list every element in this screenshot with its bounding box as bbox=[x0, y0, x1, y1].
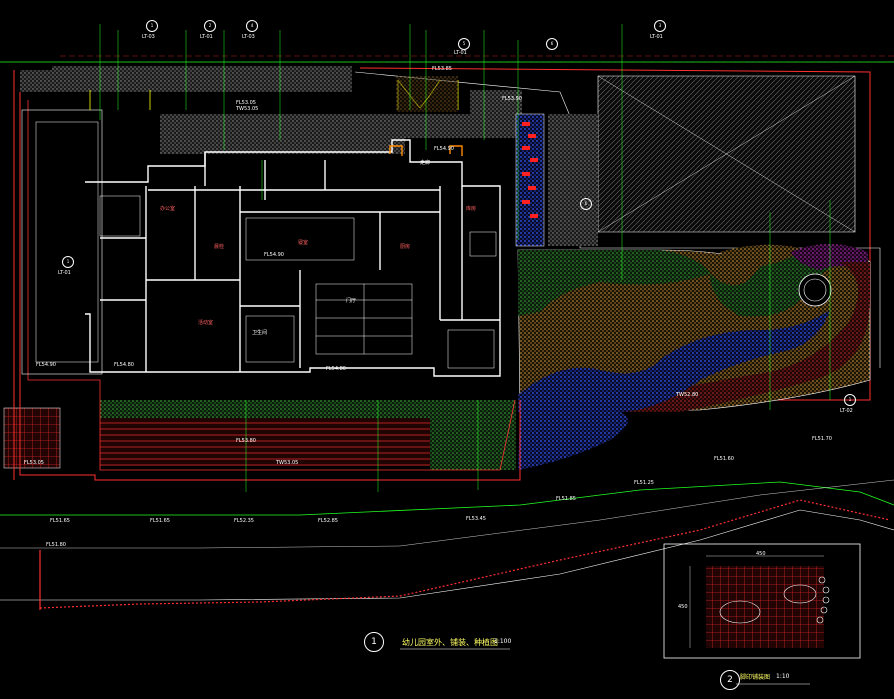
callout-ref: LT-01 bbox=[650, 34, 663, 40]
level-mark: FL52.85 bbox=[318, 518, 338, 524]
room-label: 走廊 bbox=[420, 160, 431, 166]
detail-title: 脚印铺装图 bbox=[740, 674, 771, 681]
level-mark: FL54.90 bbox=[434, 146, 454, 152]
detail-scale: 1:10 bbox=[776, 673, 790, 680]
room-label: 办公室 bbox=[160, 206, 176, 212]
room-label: 活动室 bbox=[198, 320, 214, 326]
level-mark: FL51.80 bbox=[46, 542, 66, 548]
callout-tag: 2 bbox=[204, 20, 216, 32]
level-mark: FL53.45 bbox=[466, 516, 486, 522]
callout-ref: LT-01 bbox=[454, 50, 467, 56]
level-mark: FL51.25 bbox=[634, 480, 654, 486]
callout-tag: 6 bbox=[546, 38, 558, 50]
drawing-title: 幼儿园室外、铺装、种植图 bbox=[402, 638, 498, 647]
level-mark: FL51.60 bbox=[714, 456, 734, 462]
level-mark: FL51.65 bbox=[150, 518, 170, 524]
callout-tag: 1 bbox=[844, 394, 856, 406]
building-plan bbox=[85, 139, 501, 377]
level-mark: TW53.05 bbox=[276, 460, 299, 466]
level-mark: TW53.05 bbox=[236, 106, 259, 112]
level-mark: FL54.80 bbox=[326, 366, 346, 372]
level-mark: FL54.80 bbox=[114, 362, 134, 368]
drawing-number: 1 bbox=[364, 632, 384, 652]
callout-ref: LT-01 bbox=[200, 34, 213, 40]
level-mark: FL53.85 bbox=[432, 66, 452, 72]
detail-number: 2 bbox=[720, 670, 740, 690]
callout-tag: 4 bbox=[246, 20, 258, 32]
room-label: 寝室 bbox=[298, 240, 309, 246]
hedge-strip-top bbox=[52, 66, 352, 92]
level-mark: TW52.80 bbox=[676, 392, 699, 398]
callout-tag: 3 bbox=[654, 20, 666, 32]
room-label: 门厅 bbox=[346, 298, 357, 304]
drawing-scale: 1:100 bbox=[494, 638, 512, 645]
callout-ref: LT-03 bbox=[242, 34, 255, 40]
level-mark: FL51.85 bbox=[556, 496, 576, 502]
callout-tag: 1 bbox=[62, 256, 74, 268]
level-mark: FL51.65 bbox=[50, 518, 70, 524]
level-mark: FL53.05 bbox=[236, 100, 256, 106]
room-label: 库房 bbox=[466, 206, 477, 212]
callout-tag: 1 bbox=[146, 20, 158, 32]
callout-tag: 6 bbox=[580, 198, 592, 210]
callout-tag: 5 bbox=[458, 38, 470, 50]
detail-dimension: 450 bbox=[678, 604, 688, 610]
level-mark: FL53.05 bbox=[24, 460, 44, 466]
room-label: 晨检 bbox=[214, 244, 225, 250]
room-label: FL54.90 bbox=[264, 252, 284, 258]
room-label: 厨房 bbox=[400, 244, 411, 250]
level-mark: FL53.80 bbox=[236, 438, 256, 444]
level-mark: FL54.90 bbox=[36, 362, 56, 368]
level-mark: FL51.70 bbox=[812, 436, 832, 442]
level-mark: FL53.90 bbox=[502, 96, 522, 102]
room-label: 卫生间 bbox=[252, 330, 268, 336]
callout-ref: LT-01 bbox=[58, 270, 71, 276]
callout-ref: LT-03 bbox=[142, 34, 155, 40]
detail-dimension: 450 bbox=[756, 551, 766, 557]
callout-ref: LT-02 bbox=[840, 408, 853, 414]
level-mark: FL52.35 bbox=[234, 518, 254, 524]
